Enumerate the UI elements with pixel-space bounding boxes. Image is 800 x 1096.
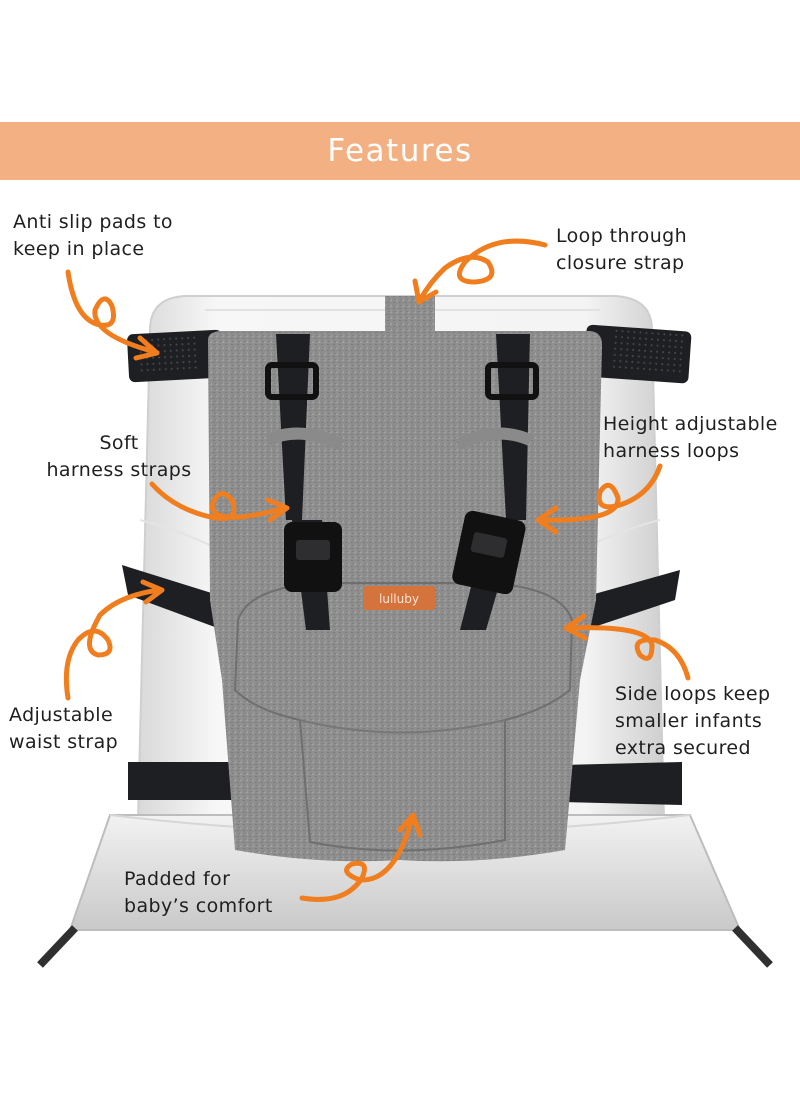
loop-through-callout: Loop through closure strap: [556, 223, 687, 277]
callout-line: keep in place: [13, 238, 145, 260]
soft-harness-callout: Soft harness straps: [36, 430, 202, 484]
brand-logo: lulluby: [379, 592, 419, 606]
callout-line: Padded for: [124, 868, 231, 890]
anti-slip-arrow: [65, 269, 160, 361]
callout-line: harness straps: [46, 459, 192, 481]
callout-line: Height adjustable: [603, 413, 778, 435]
anti-slip-callout: Anti slip pads to keep in place: [13, 209, 173, 263]
loop-through-arrow: [412, 238, 548, 305]
callout-line: Adjustable: [9, 704, 114, 726]
side-loops-callout: Side loops keep smaller infants extra se…: [615, 681, 770, 762]
callout-line: smaller infants: [615, 710, 763, 732]
padded-callout: Padded for baby’s comfort: [124, 866, 273, 920]
callout-line: harness loops: [603, 440, 740, 462]
top-strap: [127, 324, 692, 384]
callout-line: Soft: [99, 432, 139, 454]
banner-title: Features: [327, 133, 473, 169]
callout-line: baby’s comfort: [124, 895, 273, 917]
height-adjustable-callout: Height adjustable harness loops: [603, 411, 778, 465]
callout-line: waist strap: [9, 731, 119, 753]
harness-straps: [265, 334, 539, 630]
callout-line: Side loops keep: [615, 683, 771, 705]
callout-line: extra secured: [615, 737, 751, 759]
callout-line: Loop through: [556, 225, 688, 247]
padded-arrow: [299, 812, 423, 902]
height-adjustable-arrow: [535, 463, 663, 535]
callout-line: Anti slip pads to: [13, 211, 173, 233]
waist-strap-arrow: [63, 579, 165, 701]
features-banner: Features: [0, 122, 800, 180]
callout-line: closure strap: [556, 252, 685, 274]
soft-harness-arrow: [149, 481, 290, 523]
side-loops-arrow: [563, 613, 691, 681]
waist-strap-callout: Adjustable waist strap: [9, 702, 118, 756]
